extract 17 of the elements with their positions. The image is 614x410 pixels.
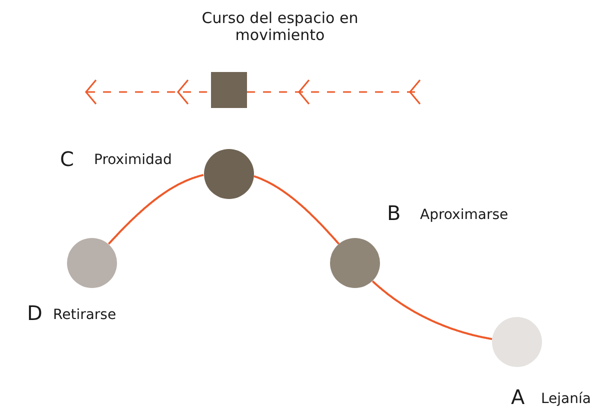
moving-square [211,72,247,108]
position-letter: B [387,202,401,225]
position-circle [492,317,542,367]
position-circle [204,149,254,199]
position-letter: D [27,302,42,325]
caption-text: Curso del espacio en movimiento [200,10,360,44]
position-label: Lejanía [541,391,591,408]
position-circle [67,238,117,288]
position-label: Aproximarse [420,207,508,224]
connector-curve [254,175,340,245]
position-circle [330,238,380,288]
position-letter: A [511,386,525,409]
position-label: Retirarse [53,307,116,324]
position-label: Proximidad [94,152,172,168]
position-letter: C [60,148,74,171]
connector-curve [372,280,492,340]
connector-curve [108,174,204,245]
